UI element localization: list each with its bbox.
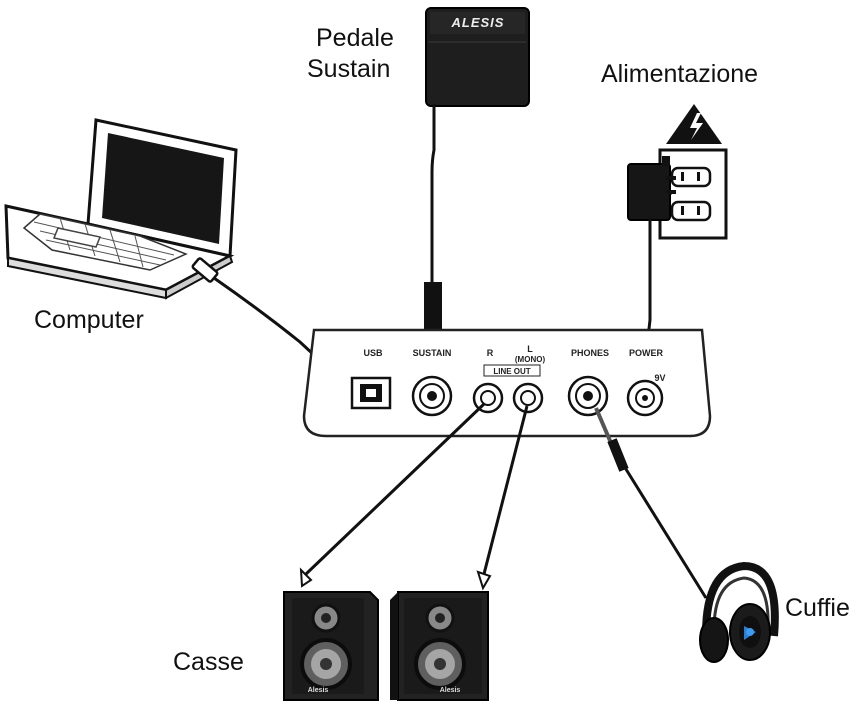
headphones-cable bbox=[594, 407, 708, 599]
usb-port bbox=[350, 376, 392, 410]
panel-label-9v: 9V bbox=[654, 373, 665, 383]
panel-label-usb: USB bbox=[363, 348, 383, 358]
panel-label-r: R bbox=[487, 348, 494, 358]
panel-label-power: POWER bbox=[629, 348, 664, 358]
label-pedal-line2: Sustain bbox=[307, 55, 391, 83]
speaker-cables bbox=[299, 402, 529, 591]
panel-label-line-out: LINE OUT bbox=[493, 367, 530, 376]
rear-panel: USB SUSTAIN R L (MONO) LINE OUT PHONES P… bbox=[302, 328, 712, 438]
panel-label-sustain: SUSTAIN bbox=[413, 348, 452, 358]
label-speakers: Casse bbox=[173, 648, 244, 676]
sustain-cable bbox=[430, 104, 436, 284]
speaker-left-brand: Alesis bbox=[308, 687, 329, 694]
power-jack bbox=[626, 379, 664, 417]
label-power: Alimentazione bbox=[601, 60, 759, 88]
speaker-icon: Alesis bbox=[283, 591, 379, 701]
warning-icon bbox=[666, 104, 722, 144]
speaker-icon-right: Alesis bbox=[390, 591, 489, 701]
power-adapter-icon bbox=[627, 156, 676, 221]
laptop-icon bbox=[4, 118, 238, 300]
label-computer: Computer bbox=[34, 306, 144, 334]
phones-jack bbox=[567, 375, 609, 417]
label-pedal-line1: Pedale bbox=[316, 24, 394, 52]
panel-label-mono: (MONO) bbox=[515, 355, 546, 364]
label-headphones: Cuffie bbox=[785, 594, 850, 622]
line-out-l-jack bbox=[512, 382, 544, 414]
panel-label-phones: PHONES bbox=[571, 348, 609, 358]
sustain-jack bbox=[411, 375, 453, 417]
speaker-right-brand: Alesis bbox=[440, 687, 461, 694]
sustain-plug bbox=[424, 282, 442, 334]
sustain-pedal-icon: ALESIS bbox=[425, 7, 530, 107]
panel-label-l: L bbox=[527, 344, 533, 354]
headphones-icon bbox=[699, 561, 779, 663]
pedal-brand-logo: ALESIS bbox=[451, 15, 505, 30]
